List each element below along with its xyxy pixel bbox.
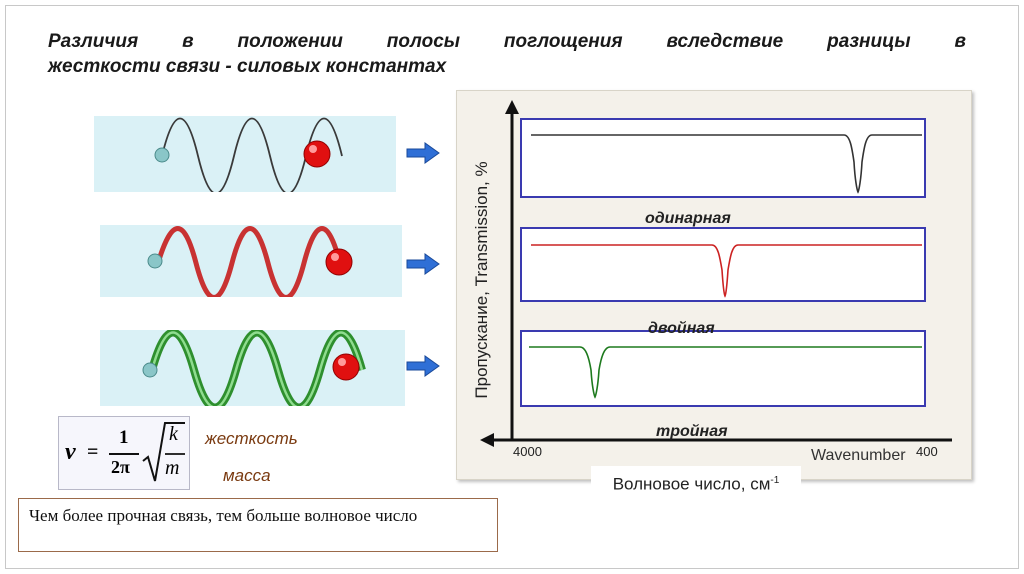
- double-bond-spectrum: [531, 244, 922, 298]
- single-bond-spring: [154, 117, 343, 195]
- x-axis-name: Wavenumber: [811, 447, 906, 464]
- slide-title-line1: Различия в положении полосы поглощения в…: [48, 31, 966, 52]
- light-atom: [142, 362, 158, 378]
- heavy-atom: [332, 353, 360, 381]
- formula-numerator: 1: [119, 427, 129, 448]
- light-atom: [147, 253, 163, 269]
- formula-m: m: [165, 457, 180, 479]
- triple-bond-spring: [142, 328, 366, 412]
- mass-label: масса: [223, 466, 271, 485]
- wavenumber-unit-label: Волновое число, см-1: [591, 466, 801, 496]
- wavenumber-unit-text: Волновое число, см: [612, 474, 771, 494]
- triple-bond-spectrum: [529, 346, 922, 399]
- heavy-atom: [325, 248, 353, 276]
- stiffness-label: жесткость: [205, 429, 298, 448]
- x-tick-left: 4000: [513, 444, 542, 459]
- single-bond-spectrum: [531, 134, 922, 194]
- single-bond-panel: [94, 116, 396, 195]
- sqrt-sign: [142, 422, 185, 482]
- double-bond-panel: [100, 225, 402, 300]
- formula-k: k: [169, 423, 178, 445]
- arrow-right-icon: [406, 142, 440, 164]
- double-bond-spring: [147, 226, 353, 300]
- double-bond-label: двойная: [648, 320, 715, 337]
- arrow-right-icon: [406, 253, 440, 275]
- formula-equals: =: [87, 441, 99, 463]
- slide-title-line2: жесткости связи - силовых константах: [48, 56, 447, 77]
- x-tick-right: 400: [916, 444, 938, 459]
- formula-fraction-bar: [109, 453, 139, 455]
- triple-bond-panel: [100, 328, 405, 412]
- heavy-atom: [303, 140, 331, 168]
- spectrum-axes: [480, 100, 952, 447]
- frequency-formula: ν = 1 2π k m: [58, 416, 190, 490]
- conclusion-note: Чем более прочная связь, тем больше волн…: [18, 498, 498, 552]
- arrow-right-icon: [406, 355, 440, 377]
- formula-denominator: 2π: [111, 457, 130, 477]
- slide-frame: [5, 5, 1019, 569]
- y-axis-label: Пропускание, Transmission, %: [472, 161, 491, 399]
- formula-nu: ν: [65, 439, 76, 465]
- single-bond-label: одинарная: [645, 210, 731, 227]
- light-atom: [154, 147, 170, 163]
- wavenumber-unit-exponent: -1: [770, 475, 780, 486]
- triple-bond-label: тройная: [656, 423, 728, 440]
